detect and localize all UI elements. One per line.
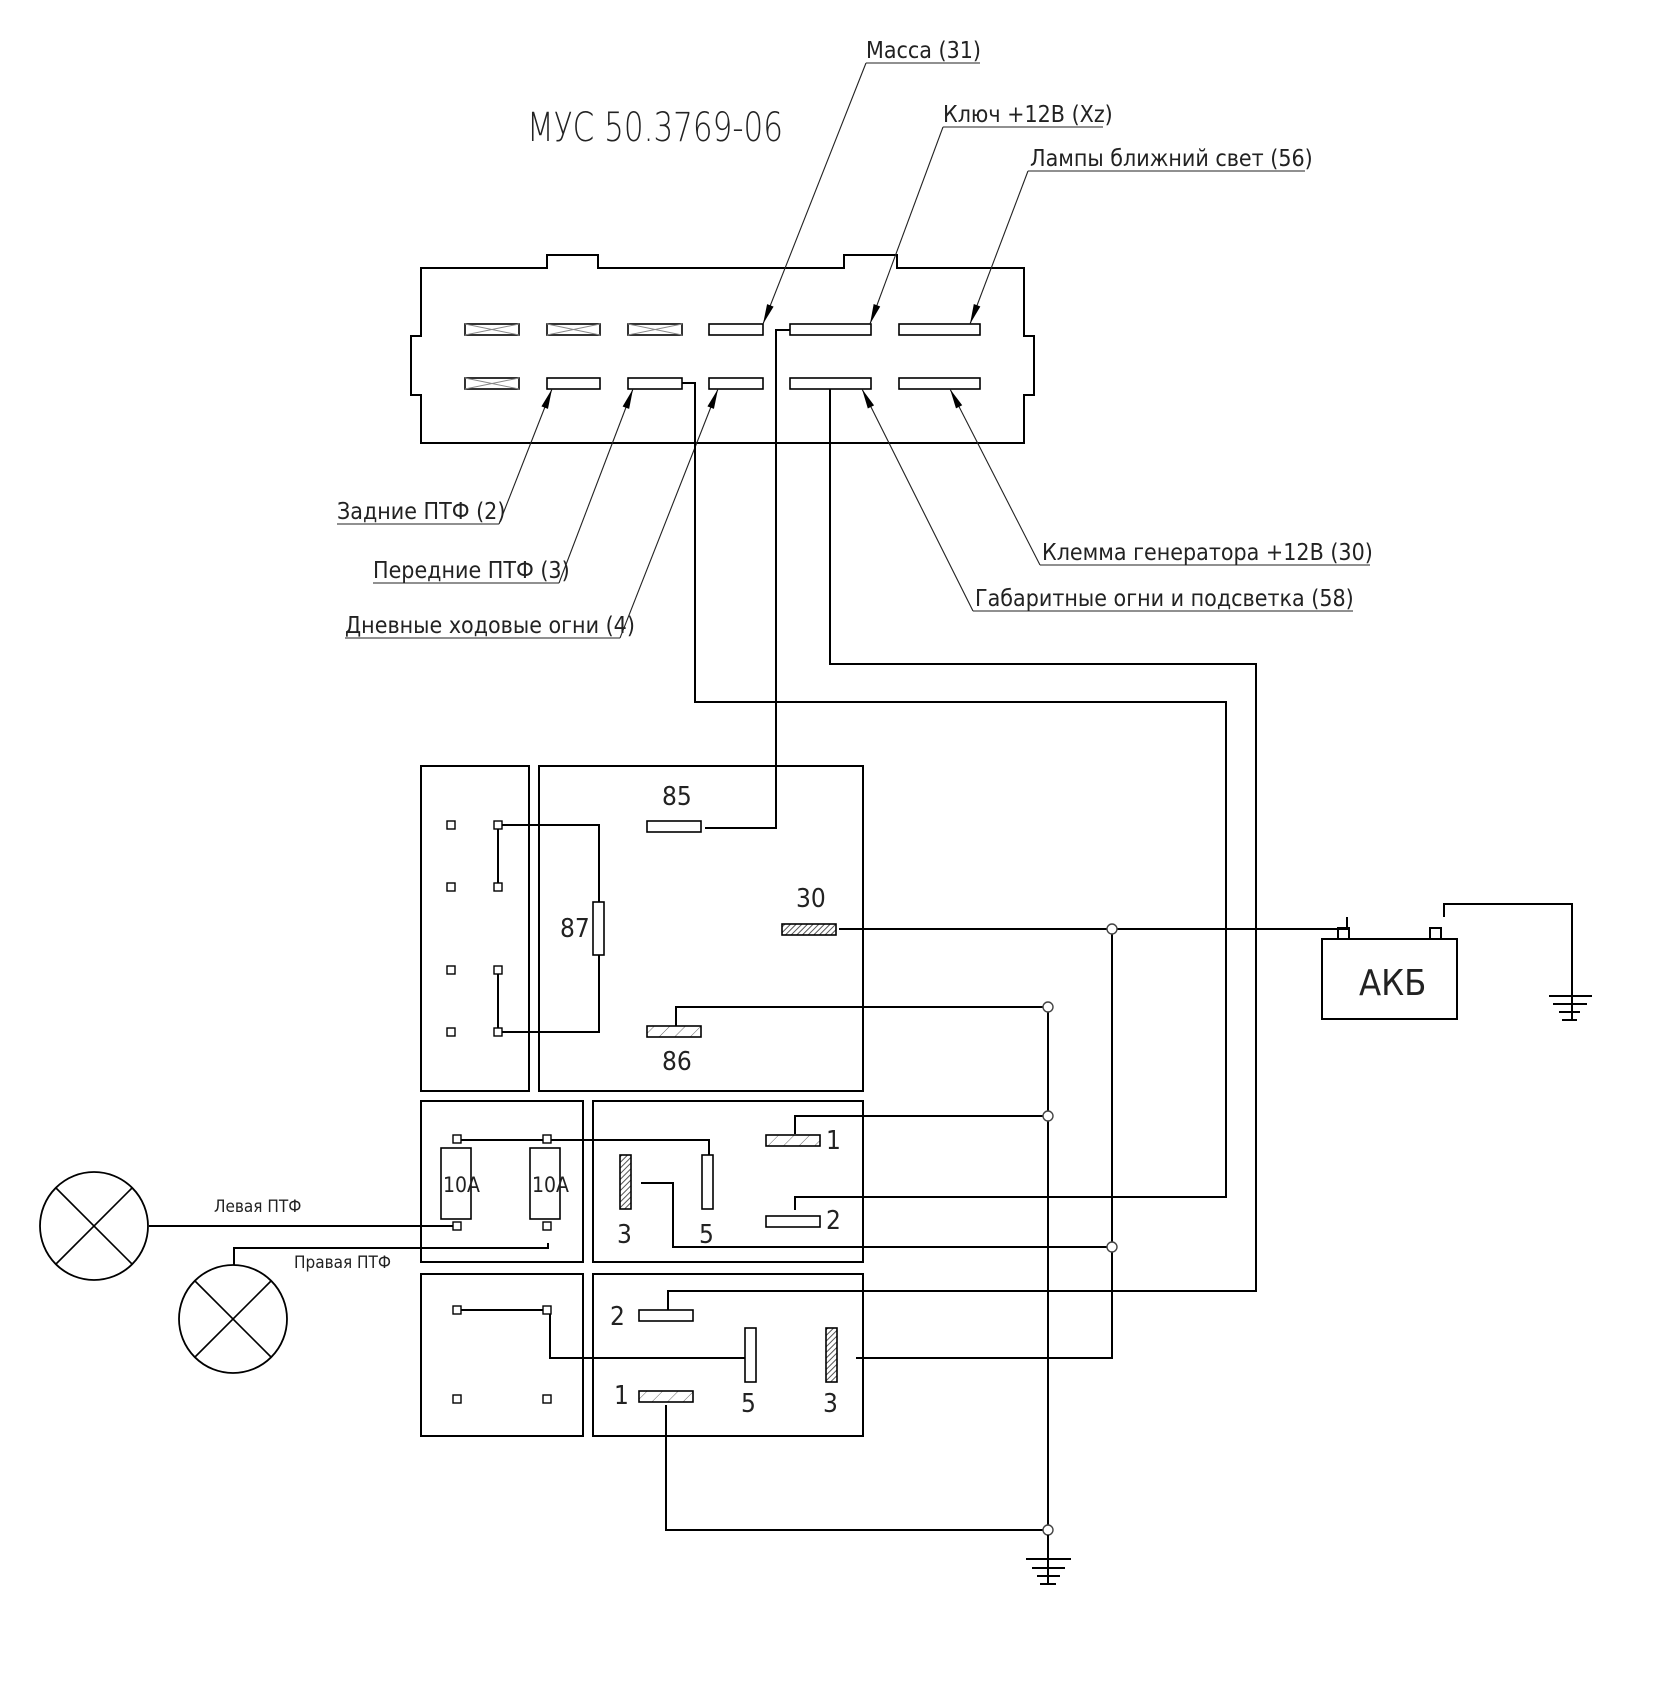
relay-pin-87-label: 87 [560, 914, 590, 944]
connector-pin-empty [464, 377, 520, 390]
relay-pin-86-label: 86 [662, 1047, 692, 1077]
label-parking: Габаритные огни и подсветка (58) [861, 388, 1354, 612]
label-front-fog-text: Передние ПТФ (3) [373, 558, 570, 584]
label-generator-text: Клемма генератора +12В (30) [1042, 540, 1373, 566]
relay-a-pin-1-label: 1 [826, 1126, 841, 1156]
relay-a-pin-5-label: 5 [699, 1220, 714, 1250]
label-key-text: Ключ +12В (Xz) [943, 102, 1113, 128]
connector-block [410, 254, 1035, 444]
connector-pin-xz [789, 323, 872, 336]
fuse-right: 10A [529, 1147, 569, 1220]
connector-pin-empty [464, 323, 520, 336]
label-low-beam: Лампы ближний свет (56) [969, 146, 1313, 325]
relay-b: 2 1 5 3 [592, 1273, 864, 1437]
fuse-left: 10A [440, 1147, 480, 1220]
lamp-right-label: Правая ПТФ [294, 1253, 391, 1273]
main-relay: 85 87 30 86 [538, 765, 864, 1092]
connector-pin-3 [627, 377, 683, 390]
relay-a-pin-5 [701, 1154, 714, 1210]
diagram-title: МУС 50.3769-06 [527, 105, 783, 151]
fuse-block: 10A 10A [420, 1100, 584, 1263]
wire-30-to-battery [839, 917, 1348, 930]
relay-pin-85-label: 85 [662, 782, 692, 812]
relay-a-pin-2 [765, 1215, 821, 1228]
wire-battery-negative [1443, 903, 1573, 997]
connector-pin-58 [789, 377, 872, 390]
wire-right-lamp [233, 1243, 549, 1265]
junction-dot [1106, 1241, 1118, 1253]
wire-58-to-relay-b-2 [667, 389, 1257, 1310]
relay-b-pin-2-label: 2 [610, 1302, 625, 1332]
junction-dot [1042, 1110, 1054, 1122]
ground-icon [1549, 995, 1592, 1021]
junction-dot [1042, 1001, 1054, 1013]
relay-a-pin-2-label: 2 [826, 1206, 841, 1236]
relay-b-pin-5 [744, 1327, 757, 1383]
relay-socket-lower [420, 1273, 584, 1437]
wire-key-to-85 [705, 329, 790, 829]
label-drl-text: Дневные ходовые огни (4) [345, 613, 635, 639]
wire-relay-a-1-to-ground [794, 1115, 1048, 1134]
connector-pin-empty [546, 323, 601, 336]
relay-a-pin-3-label: 3 [617, 1220, 632, 1250]
relay-b-pin-1-label: 1 [614, 1381, 629, 1411]
connector-pin-30 [898, 377, 981, 390]
lamp-left-label: Левая ПТФ [214, 1197, 301, 1217]
lamp-left-icon [39, 1171, 149, 1281]
relay-b-pin-1 [638, 1390, 694, 1403]
label-parking-text: Габаритные огни и подсветка (58) [975, 586, 1354, 612]
ground-icon [1026, 1535, 1071, 1585]
junction-dot [1042, 1524, 1054, 1536]
connector-pin-31 [708, 323, 764, 336]
label-rear-fog-text: Задние ПТФ (2) [337, 499, 505, 525]
relay-b-pin-5-label: 5 [741, 1389, 756, 1419]
label-key: Ключ +12В (Xz) [869, 102, 1113, 325]
label-front-fog: Передние ПТФ (3) [373, 388, 634, 584]
battery: АКБ [1321, 927, 1458, 1020]
connector-pin-4 [708, 377, 764, 390]
relay-pin-87 [592, 901, 605, 956]
fuse-right-label: 10A [532, 1173, 569, 1197]
label-massa: Масса (31) [762, 38, 981, 325]
relay-socket-left [420, 765, 530, 1092]
label-low-beam-text: Лампы ближний свет (56) [1030, 146, 1313, 172]
label-rear-fog: Задние ПТФ (2) [337, 388, 553, 525]
relay-a-pin-1 [765, 1134, 821, 1147]
wire-plus-bus [856, 929, 1113, 1359]
wire-relay-b-5 [549, 1310, 746, 1359]
relay-pin-85 [646, 820, 702, 833]
relay-b-pin-3 [825, 1327, 838, 1383]
wire-relay-a-3-to-plus [641, 1182, 1112, 1248]
relay-a-pin-3 [619, 1154, 632, 1210]
label-massa-text: Масса (31) [866, 38, 981, 64]
fuse-left-label: 10A [443, 1173, 480, 1197]
relay-pin-86 [646, 1025, 702, 1038]
relay-a: 1 2 3 5 [592, 1100, 864, 1263]
label-generator: Клемма генератора +12В (30) [949, 388, 1373, 566]
junction-dot [1106, 923, 1118, 935]
relay-b-pin-2 [638, 1309, 694, 1322]
wire-87-bottom [498, 955, 600, 1033]
wire-relay-b-1-to-ground [665, 1405, 1048, 1531]
relay-b-pin-3-label: 3 [823, 1389, 838, 1419]
connector-pin-2 [546, 377, 601, 390]
battery-label: АКБ [1359, 963, 1426, 1004]
wire-front-fog-to-relay-a-2 [682, 382, 1227, 1210]
relay-pin-30 [781, 923, 837, 936]
label-drl: Дневные ходовые огни (4) [345, 388, 719, 639]
wire-86-to-ground [675, 1006, 1048, 1026]
connector-pin-56 [898, 323, 981, 336]
wire-87-top [498, 824, 600, 902]
relay-pin-30-label: 30 [796, 884, 826, 914]
lamp-right-icon [178, 1264, 288, 1374]
connector-pin-empty [627, 323, 683, 336]
